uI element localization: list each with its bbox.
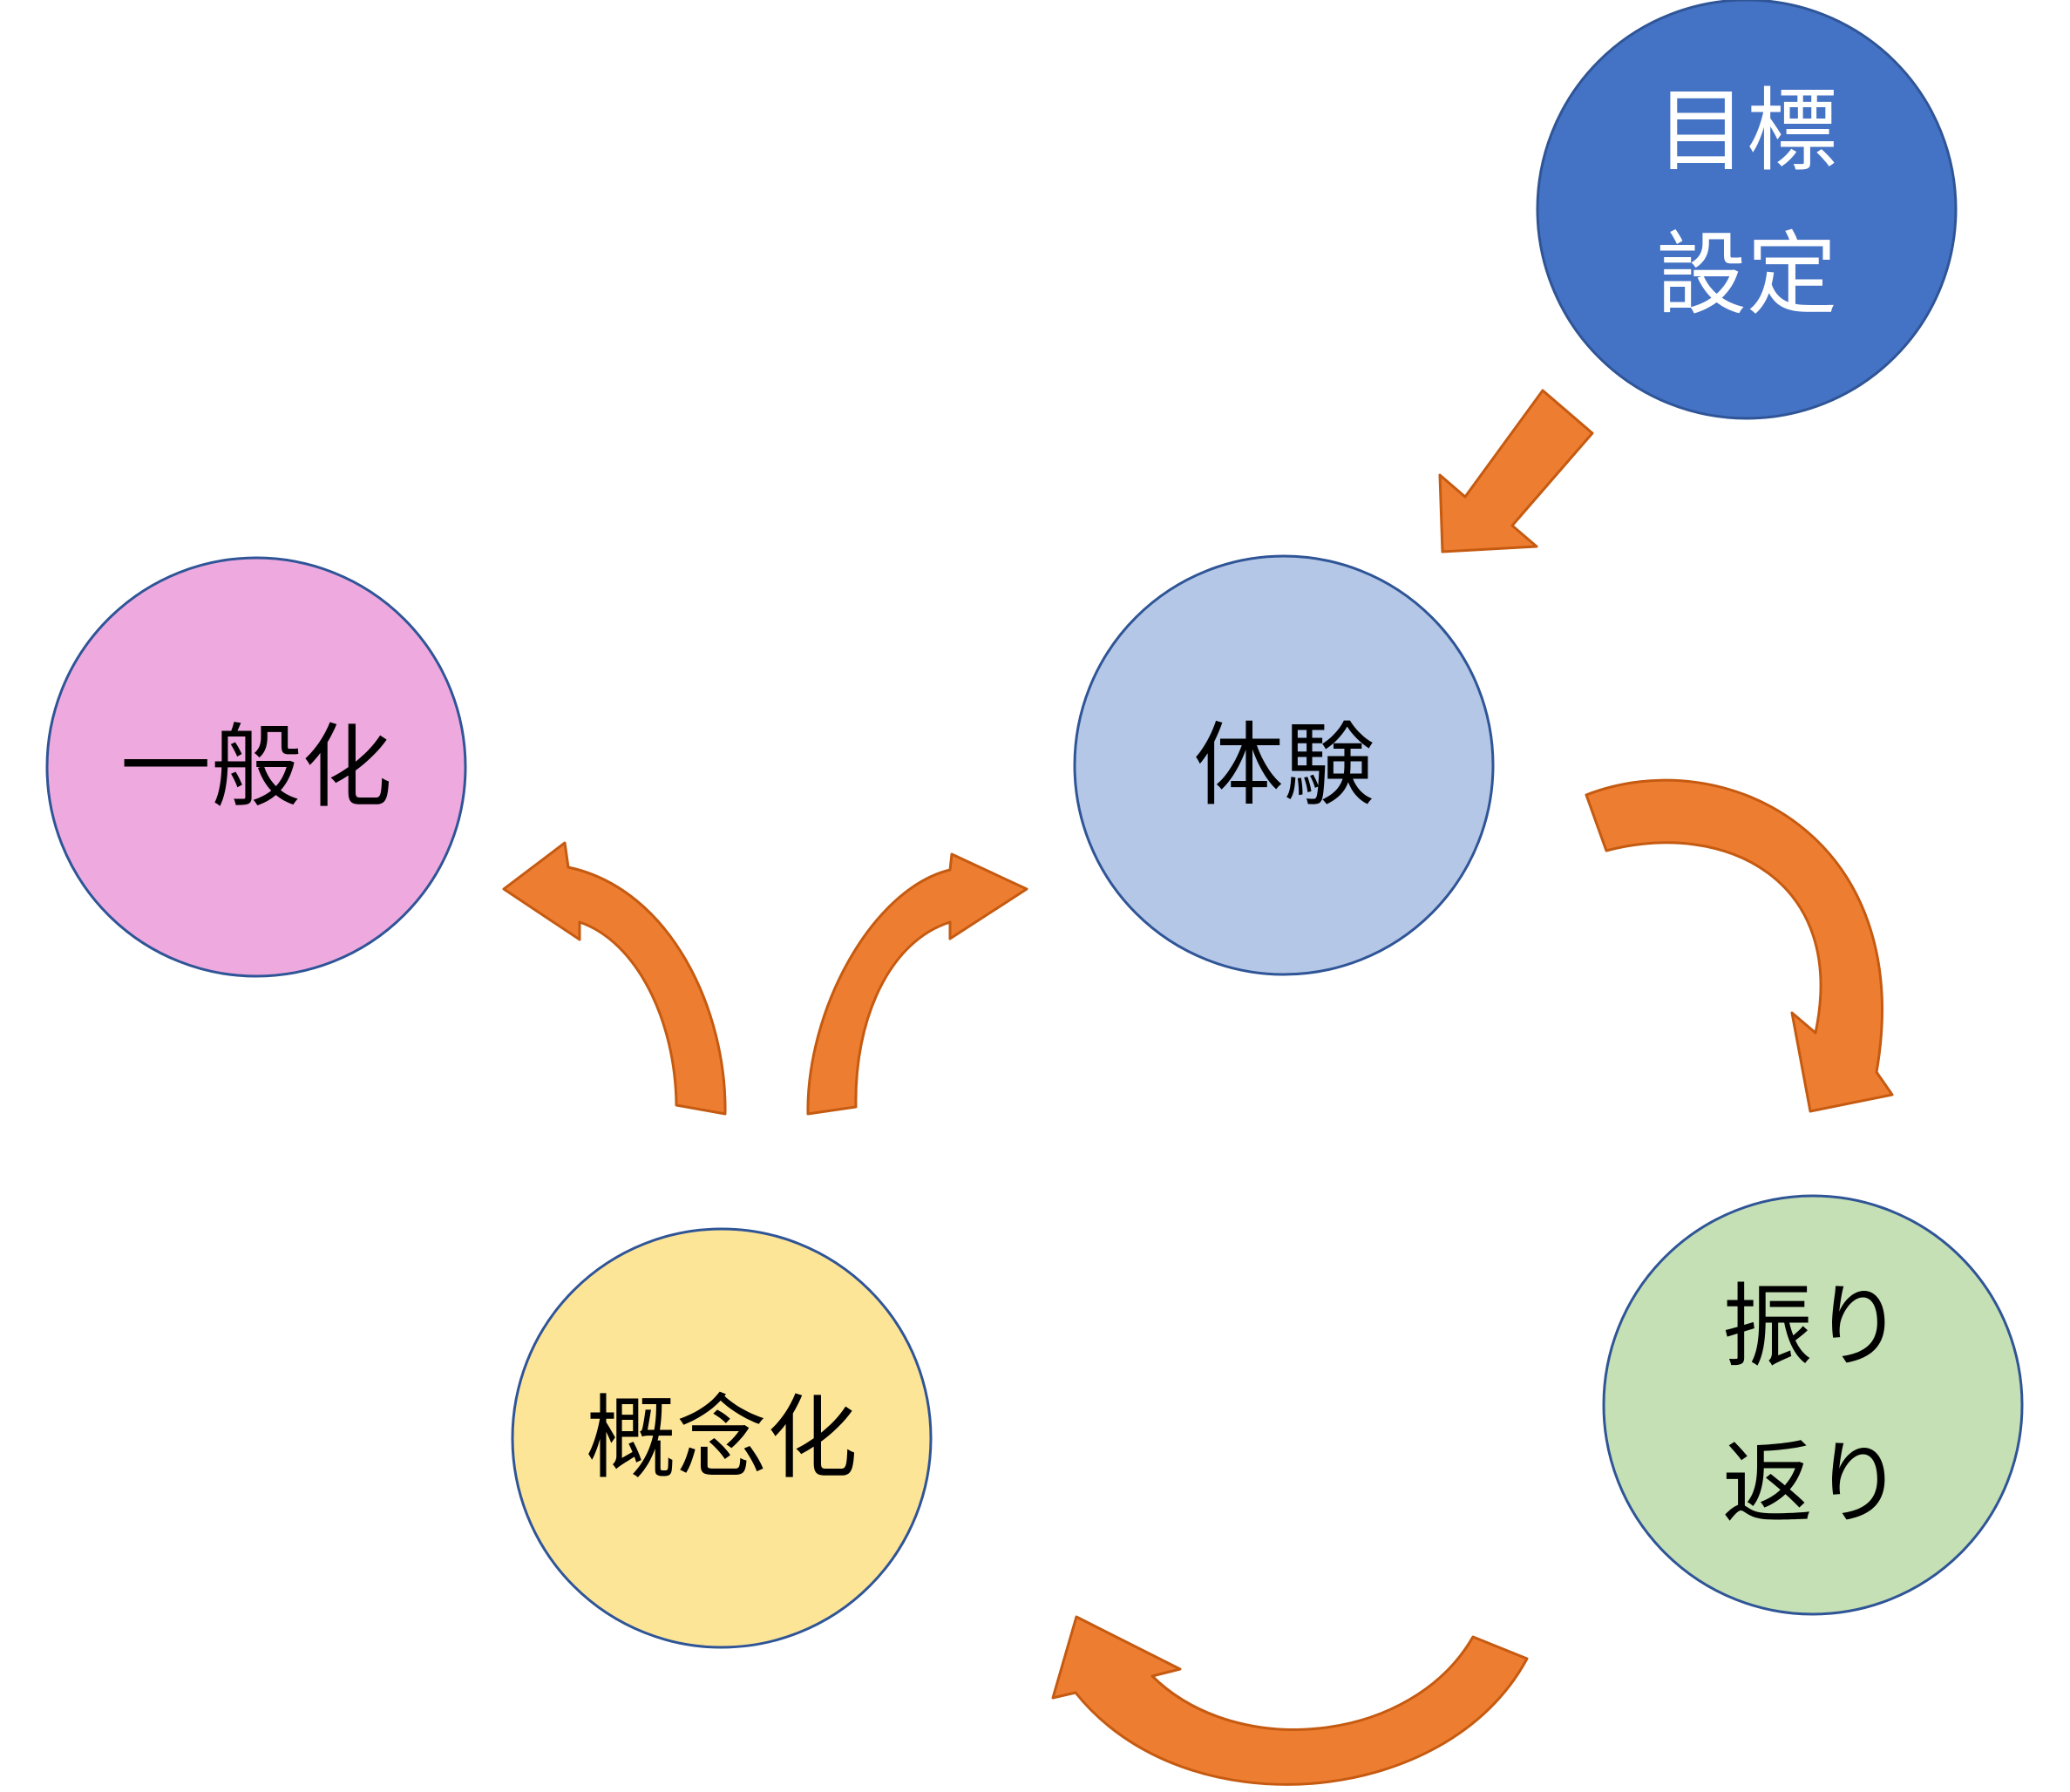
goal-label-line-2: 設定 — [1656, 221, 1837, 328]
node-conceptualization: 概念化 — [511, 1227, 933, 1649]
reflection-circle — [1602, 1194, 2024, 1616]
reflection-label-line-1: 振り — [1722, 1273, 1904, 1380]
arrow-goal-to-experience — [1438, 389, 1594, 553]
generalization-label: 一般化 — [120, 714, 392, 820]
reflection-label-line-2: 返り — [1722, 1430, 1904, 1537]
conceptualization-circle — [511, 1227, 933, 1649]
arrow-experience-to-reflection — [1585, 778, 1894, 1113]
node-reflection: 振り 返り — [1602, 1194, 2024, 1616]
arrow-reflection-to-conceptualization — [1051, 1615, 1529, 1786]
arrow-conceptualization-to-generalization — [502, 841, 727, 1116]
conceptualization-label: 概念化 — [586, 1385, 858, 1491]
node-experience: 体験 — [1073, 554, 1495, 976]
node-generalization: 一般化 — [45, 556, 467, 978]
arrow-conceptualization-to-experience — [806, 852, 1028, 1116]
generalization-circle — [45, 556, 467, 978]
goal-circle — [1536, 0, 1958, 420]
node-goal: 目標 設定 — [1536, 0, 1958, 420]
experience-label: 体験 — [1193, 712, 1374, 818]
arrows — [502, 389, 1894, 1786]
goal-label-line-1: 目標 — [1656, 78, 1837, 184]
experience-circle — [1073, 554, 1495, 976]
